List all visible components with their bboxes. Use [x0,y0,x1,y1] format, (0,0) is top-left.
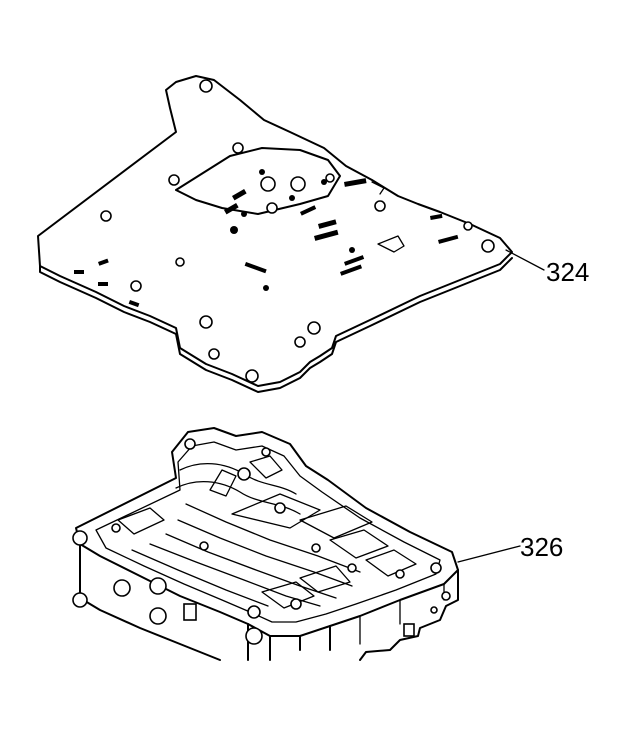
callout-326: 326 [520,532,563,562]
leader-line-326 [457,545,521,563]
valve-body-right-side [359,569,459,661]
valve-body [72,427,459,661]
valve-body-front-side [79,543,221,661]
callout-324: 324 [546,257,589,287]
spacer-plate-thickness [39,257,513,393]
spacer-plate-outline [37,75,513,387]
spacer-plate [37,75,513,393]
valve-body-top-face [75,427,459,637]
leader-line-324 [505,249,545,271]
spacer-plate-window [175,147,341,215]
